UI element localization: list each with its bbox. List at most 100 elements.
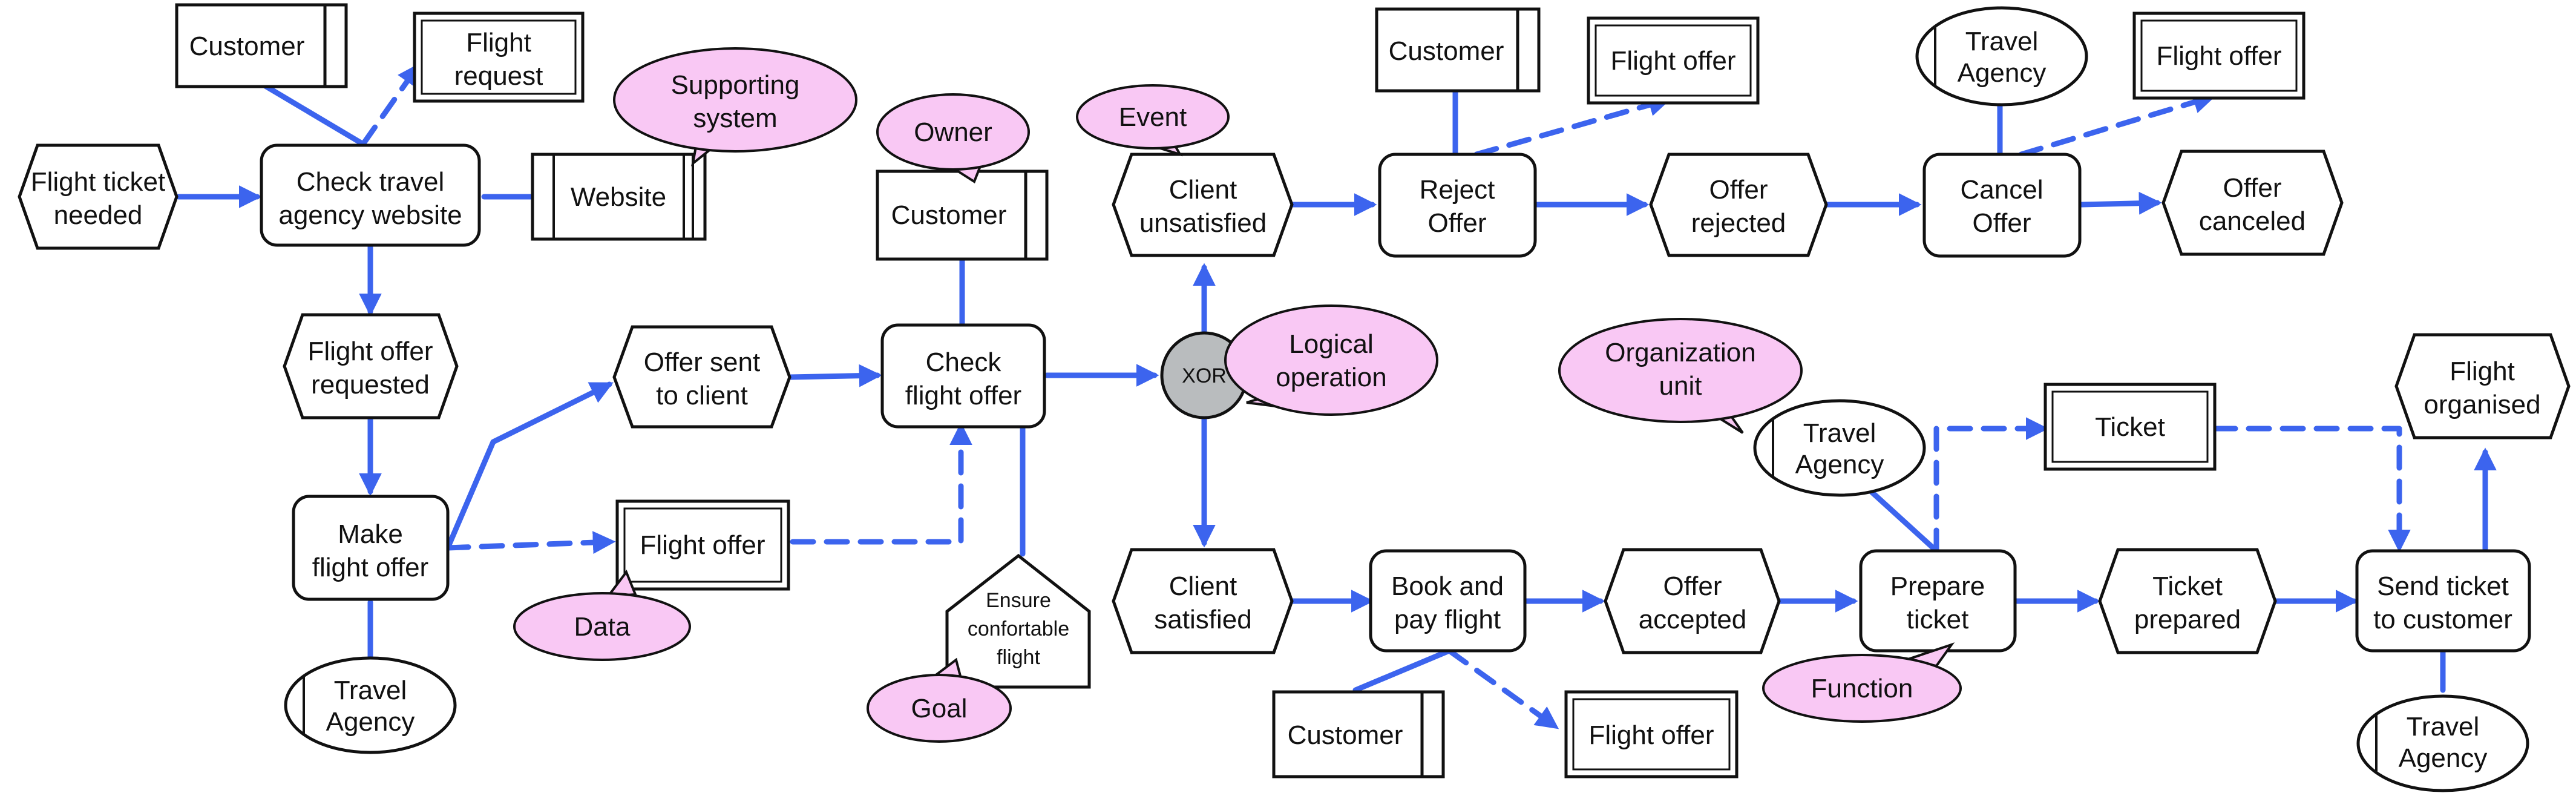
legend-label: Function <box>1811 674 1913 703</box>
flow-offer-sent-to-check-offer <box>787 364 882 387</box>
event-offer-rejected: Offer rejected <box>1649 153 1828 257</box>
actor-label: Customer <box>1288 720 1403 750</box>
event-label-line2: unsatisfied <box>1139 208 1267 238</box>
function-book-pay: Book and pay flight <box>1369 549 1527 653</box>
event-label-line2: to client <box>656 381 748 410</box>
event-label-line2: organised <box>2424 390 2540 420</box>
data-flight-offer-reject: Flight offer <box>1587 16 1760 105</box>
function-label-line1: Make <box>338 519 403 549</box>
data-label: Flight offer <box>1610 46 1735 76</box>
dflow-make-offer-to-flight-offer <box>445 531 616 554</box>
actor-label: Customer <box>1389 36 1504 66</box>
dflow-book-to-flight-offer <box>1446 648 1559 729</box>
unit-travel-agency-cancel: Travel Agency <box>1915 6 2088 107</box>
data-label: Flight offer <box>2156 41 2281 71</box>
function-send-ticket: Send ticket to customer <box>2355 549 2531 653</box>
data-flight-offer-book: Flight offer <box>1564 690 1739 778</box>
event-label-line2: canceled <box>2199 206 2306 236</box>
event-label-line1: Client <box>1169 175 1237 205</box>
unit-label-line1: Travel <box>1965 27 2039 56</box>
event-offer-canceled: Offer canceled <box>2161 150 2344 256</box>
function-label-line2: Offer <box>1972 208 2031 238</box>
event-offer-sent: Offer sent to client <box>612 325 791 429</box>
event-flight-offer-requested: Flight offer requested <box>283 313 459 420</box>
system-label: Website <box>571 182 666 212</box>
function-label-line2: pay flight <box>1394 605 1501 634</box>
event-ticket-prepared: Ticket prepared <box>2098 548 2277 654</box>
dflow-ticket-to-send <box>2212 426 2411 553</box>
unit-label-line1: Travel <box>334 676 407 705</box>
event-flight-ticket-needed: Flight ticket needed <box>18 143 179 250</box>
event-label-line2: needed <box>54 200 143 230</box>
function-check-website: Check travel agency website <box>260 143 481 247</box>
data-label-line2: request <box>454 61 543 91</box>
event-offer-accepted: Offer accepted <box>1604 548 1781 654</box>
legend-label: Owner <box>914 117 992 147</box>
event-label-line1: Offer <box>1709 175 1768 205</box>
dflow-prepare-to-ticket <box>1933 417 2049 554</box>
function-cancel-offer: Cancel Offer <box>1922 153 2082 258</box>
assoc-travel-agency-prepare <box>1867 487 1939 554</box>
legend-organization-unit: Organization unit <box>1558 318 1803 434</box>
event-label-line1: Flight <box>2450 357 2515 386</box>
legend-label-line2: operation <box>1276 363 1386 392</box>
dflow-cancel-to-flight-offer <box>2018 91 2217 157</box>
unit-travel-agency-prepare: Travel Agency <box>1753 399 1926 497</box>
function-make-offer: Make flight offer <box>292 495 450 601</box>
event-flight-organised: Flight organised <box>2394 333 2571 439</box>
unit-label-line2: Agency <box>2399 743 2488 773</box>
data-label: Flight offer <box>640 530 765 560</box>
function-prepare-ticket: Prepare ticket <box>1859 549 2017 653</box>
legend-label: Data <box>574 612 631 642</box>
event-label-line1: Client <box>1169 571 1237 601</box>
actor-customer-book: Customer <box>1272 690 1445 778</box>
connectors <box>175 62 2497 729</box>
data-label: Ticket <box>2095 412 2165 442</box>
legend-logical-operation: Logical operation <box>1224 304 1438 416</box>
assoc-customer-book <box>1352 648 1452 693</box>
function-label-line1: Prepare <box>1890 571 1985 601</box>
legend-label: Event <box>1119 102 1187 132</box>
legend-label-line1: Supporting <box>671 70 800 100</box>
data-flight-request: Flight request <box>413 12 585 103</box>
unit-label-line1: Travel <box>1803 418 1876 448</box>
actor-customer-reject: Customer <box>1375 7 1541 93</box>
function-label-line2: ticket <box>1907 605 1969 634</box>
event-client-satisfied: Client satisfied <box>1112 548 1294 654</box>
function-label-line1: Book and <box>1391 571 1504 601</box>
legend-owner: Owner <box>876 93 1030 183</box>
function-label-line1: Check travel <box>297 167 445 197</box>
legend-supporting-system: Supporting system <box>613 47 857 166</box>
function-label-line2: flight offer <box>312 553 428 582</box>
legend-label-line2: unit <box>1659 371 1702 401</box>
legend-goal: Goal <box>867 657 1012 743</box>
legend-label-line1: Logical <box>1289 329 1373 359</box>
system-website: Website <box>531 153 707 241</box>
function-label-line1: Check <box>926 347 1002 377</box>
event-label-line2: rejected <box>1691 208 1786 238</box>
actor-label: Customer <box>891 200 1007 230</box>
function-label-line1: Reject <box>1420 175 1495 205</box>
unit-travel-agency-send: Travel Agency <box>2356 694 2529 792</box>
event-label-line2: accepted <box>1639 605 1747 634</box>
function-label-line2: to customer <box>2373 605 2512 634</box>
unit-label-line2: Agency <box>1795 450 1884 479</box>
function-reject-offer: Reject Offer <box>1378 153 1537 258</box>
goal-label-line2: confortable <box>968 617 1069 640</box>
dflow-reject-to-flight-offer <box>1473 94 1672 157</box>
function-label-line2: flight offer <box>905 381 1021 410</box>
unit-label-line1: Travel <box>2407 712 2480 742</box>
function-label-line2: agency website <box>278 200 462 230</box>
legend-label-line2: system <box>693 104 777 133</box>
event-label-line1: Ticket <box>2152 571 2223 601</box>
event-label-line1: Offer <box>1663 571 1722 601</box>
gateway-label: XOR <box>1182 364 1227 387</box>
legend-label-line1: Organization <box>1605 338 1755 367</box>
unit-travel-agency-make: Travel Agency <box>284 656 457 754</box>
data-flight-offer-cancel: Flight offer <box>2132 12 2306 100</box>
flow-cancel-to-offer-canceled <box>2079 191 2162 215</box>
event-label-line1: Offer sent <box>644 347 760 377</box>
data-flight-offer-make: Flight offer <box>615 499 790 591</box>
function-label-line2: Offer <box>1427 208 1486 238</box>
